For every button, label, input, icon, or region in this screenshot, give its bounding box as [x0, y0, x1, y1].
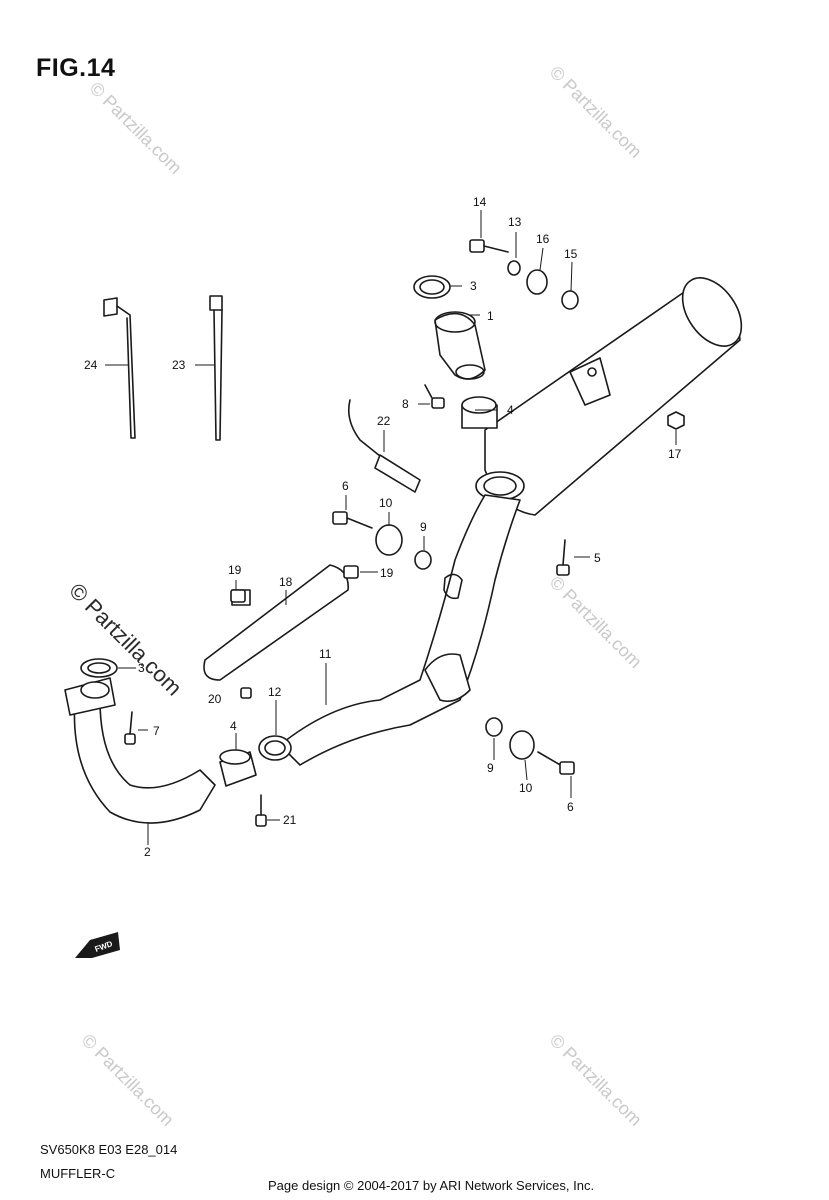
diagram-code: SV650K8 E03 E28_014: [40, 1142, 178, 1157]
callout-4-lower: 4: [230, 719, 237, 733]
figure-title: FIG.14: [36, 54, 116, 82]
cushion-10-lower[interactable]: [509, 730, 535, 760]
forward-arrow-icon: FWD: [75, 932, 120, 958]
callout-13: 13: [508, 215, 522, 229]
callout-10-lower: 10: [519, 781, 533, 795]
muffler-body[interactable]: [484, 267, 753, 516]
nut-17[interactable]: [667, 411, 685, 430]
callout-18: 18: [279, 575, 293, 589]
callout-24: 24: [84, 358, 98, 372]
callout-2: 2: [144, 845, 151, 859]
exhaust-pipe-11[interactable]: [279, 494, 521, 766]
callout-6-lower: 6: [567, 800, 574, 814]
connector-pipe-1[interactable]: [434, 311, 486, 380]
washer-9-lower[interactable]: [485, 717, 503, 737]
bolt-6-lower[interactable]: [537, 751, 575, 775]
callout-1: 1: [487, 309, 494, 323]
leader-lines: [105, 210, 677, 845]
callout-19-lower: 19: [228, 563, 242, 577]
callout-12: 12: [268, 685, 282, 699]
cable-tie-24[interactable]: [103, 297, 136, 439]
callout-9-upper: 9: [420, 520, 427, 534]
callout-9-lower: 9: [487, 761, 494, 775]
callout-19-upper: 19: [380, 566, 394, 580]
callout-6-upper: 6: [342, 479, 349, 493]
callout-4-upper: 4: [507, 403, 514, 417]
callout-7: 7: [153, 724, 160, 738]
callout-20: 20: [208, 692, 222, 706]
page-credit: Page design © 2004-2017 by ARI Network S…: [268, 1178, 595, 1193]
washer-9-upper[interactable]: [414, 550, 432, 570]
callout-10-upper: 10: [379, 496, 393, 510]
bolt-7[interactable]: [124, 711, 136, 745]
callout-14: 14: [473, 195, 487, 209]
callout-8: 8: [402, 397, 409, 411]
sleeve-4-upper[interactable]: [461, 396, 498, 429]
callout-21: 21: [283, 813, 297, 827]
gasket-3-lower[interactable]: [80, 658, 118, 678]
clamp-12[interactable]: [258, 735, 292, 761]
bolt-6-upper[interactable]: [332, 511, 373, 529]
front-pipe-2[interactable]: [64, 677, 216, 824]
clip-19-upper[interactable]: [343, 565, 359, 579]
sleeve-4-lower[interactable]: [219, 749, 257, 787]
callout-15: 15: [564, 247, 578, 261]
damper-16[interactable]: [526, 269, 548, 295]
callout-labels: 1 2 3 3 4 4 5 6 6 7 8 9 9 10 10 11 12 13…: [84, 195, 682, 859]
bolt-14[interactable]: [469, 239, 509, 253]
collar-15[interactable]: [561, 290, 579, 310]
heat-shield-18[interactable]: [203, 564, 349, 681]
callout-22: 22: [377, 414, 391, 428]
callout-16: 16: [536, 232, 550, 246]
callout-3-lower: 3: [138, 661, 145, 675]
callout-17: 17: [668, 447, 682, 461]
cushion-10-upper[interactable]: [375, 524, 403, 556]
sensor-22[interactable]: [347, 399, 421, 493]
washer-13[interactable]: [507, 260, 521, 276]
bolt-8[interactable]: [424, 384, 445, 409]
bolt-20[interactable]: [240, 687, 252, 699]
bolt-5[interactable]: [556, 539, 570, 576]
cable-tie-23[interactable]: [209, 295, 223, 441]
diagram-subtitle: MUFFLER-C: [40, 1166, 116, 1181]
gasket-3-upper[interactable]: [413, 275, 451, 299]
gasket-3-lower-inner: [87, 662, 111, 674]
muffler-inlet-joint[interactable]: [475, 471, 525, 501]
clip-19-lower[interactable]: [230, 589, 246, 603]
callout-11: 11: [319, 647, 332, 661]
callout-5: 5: [594, 551, 601, 565]
callout-23: 23: [172, 358, 186, 372]
gasket-3-upper-inner: [419, 279, 445, 295]
bolt-21[interactable]: [255, 794, 267, 827]
callout-3-upper: 3: [470, 279, 477, 293]
